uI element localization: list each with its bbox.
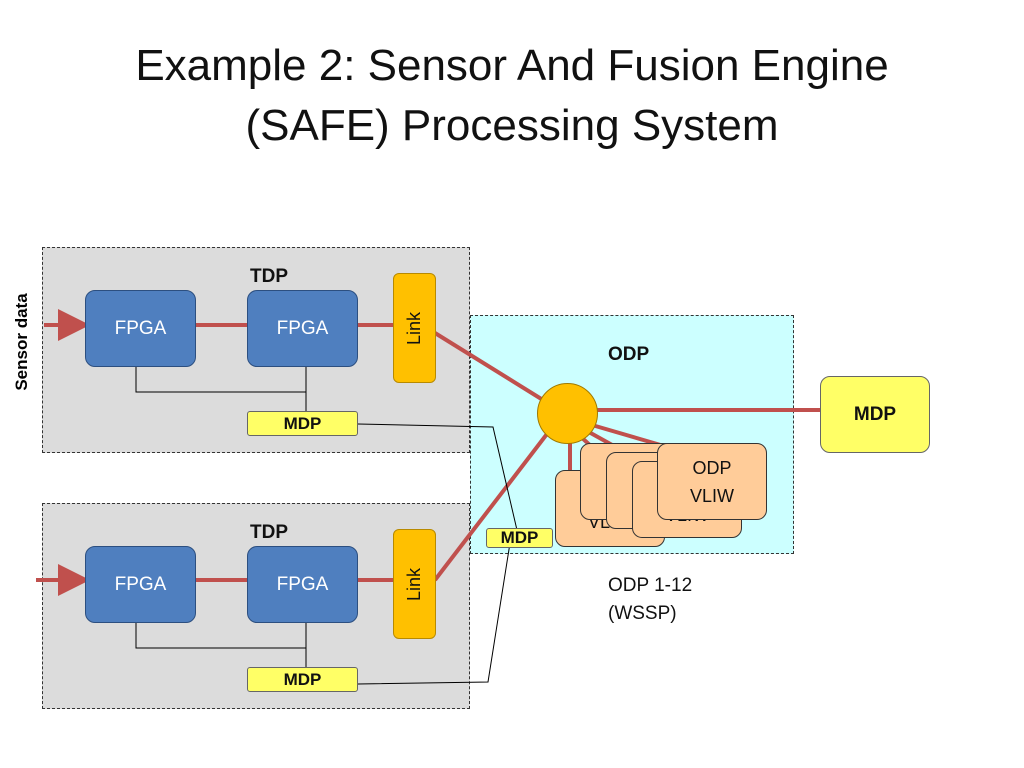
hub-vliw-wire-4	[591, 423, 665, 448]
fpga-2-bottom: FPGA	[247, 546, 358, 623]
title-line-1: Example 2: Sensor And Fusion Engine	[135, 41, 889, 90]
link-bottom-label: Link	[404, 567, 424, 601]
link-hub-wire-top	[433, 331, 545, 402]
vliw-front-line-1: ODP	[692, 457, 732, 478]
mdp-top-label: MDP	[283, 413, 322, 433]
mdp-right-label: MDP	[853, 403, 897, 425]
tdp-label-top: TDP	[250, 266, 288, 287]
mdp-top: MDP	[247, 411, 358, 436]
tdp-label-bottom: TDP	[250, 522, 288, 543]
title-line-2: (SAFE) Processing System	[245, 101, 779, 150]
odp-hub	[537, 383, 598, 444]
link-top-label: Link	[404, 311, 424, 345]
link-hub-wire-bottom	[433, 428, 552, 582]
mdp-odp-label: MDP	[500, 528, 539, 547]
fpga-2-top-label: FPGA	[276, 317, 329, 339]
vliw-front-line-2: VLIW	[689, 485, 734, 506]
fpga-1-top: FPGA	[85, 290, 196, 367]
slide-title: Example 2: Sensor And Fusion Engine (SAF…	[0, 36, 1024, 156]
link-bottom: Link	[393, 529, 436, 639]
sensor-data-label: Sensor data	[12, 293, 31, 391]
fpga-1-bottom: FPGA	[85, 546, 196, 623]
mdp-network-line-top	[357, 423, 521, 544]
odp-caption-line-2: (WSSP)	[608, 603, 677, 624]
mdp-bottom: MDP	[247, 667, 358, 692]
mdp-right: MDP	[820, 376, 930, 453]
odp-caption: ODP 1-12 (WSSP)	[608, 572, 692, 628]
mdp-odp: MDP	[486, 528, 553, 548]
fpga-mdp-line-top	[135, 367, 307, 411]
vliw-card-front: ODP VLIW	[657, 443, 767, 520]
mdp-network-line-bottom	[357, 542, 511, 685]
link-top: Link	[393, 273, 436, 383]
fpga-1-bottom-label: FPGA	[114, 573, 167, 595]
odp-label: ODP	[608, 344, 650, 365]
odp-caption-line-1: ODP 1-12	[608, 575, 693, 596]
fpga-1-top-label: FPGA	[114, 317, 167, 339]
mdp-bottom-label: MDP	[283, 669, 322, 689]
fpga-2-bottom-label: FPGA	[276, 573, 329, 595]
fpga-mdp-line-bottom	[135, 623, 307, 667]
fpga-2-top: FPGA	[247, 290, 358, 367]
